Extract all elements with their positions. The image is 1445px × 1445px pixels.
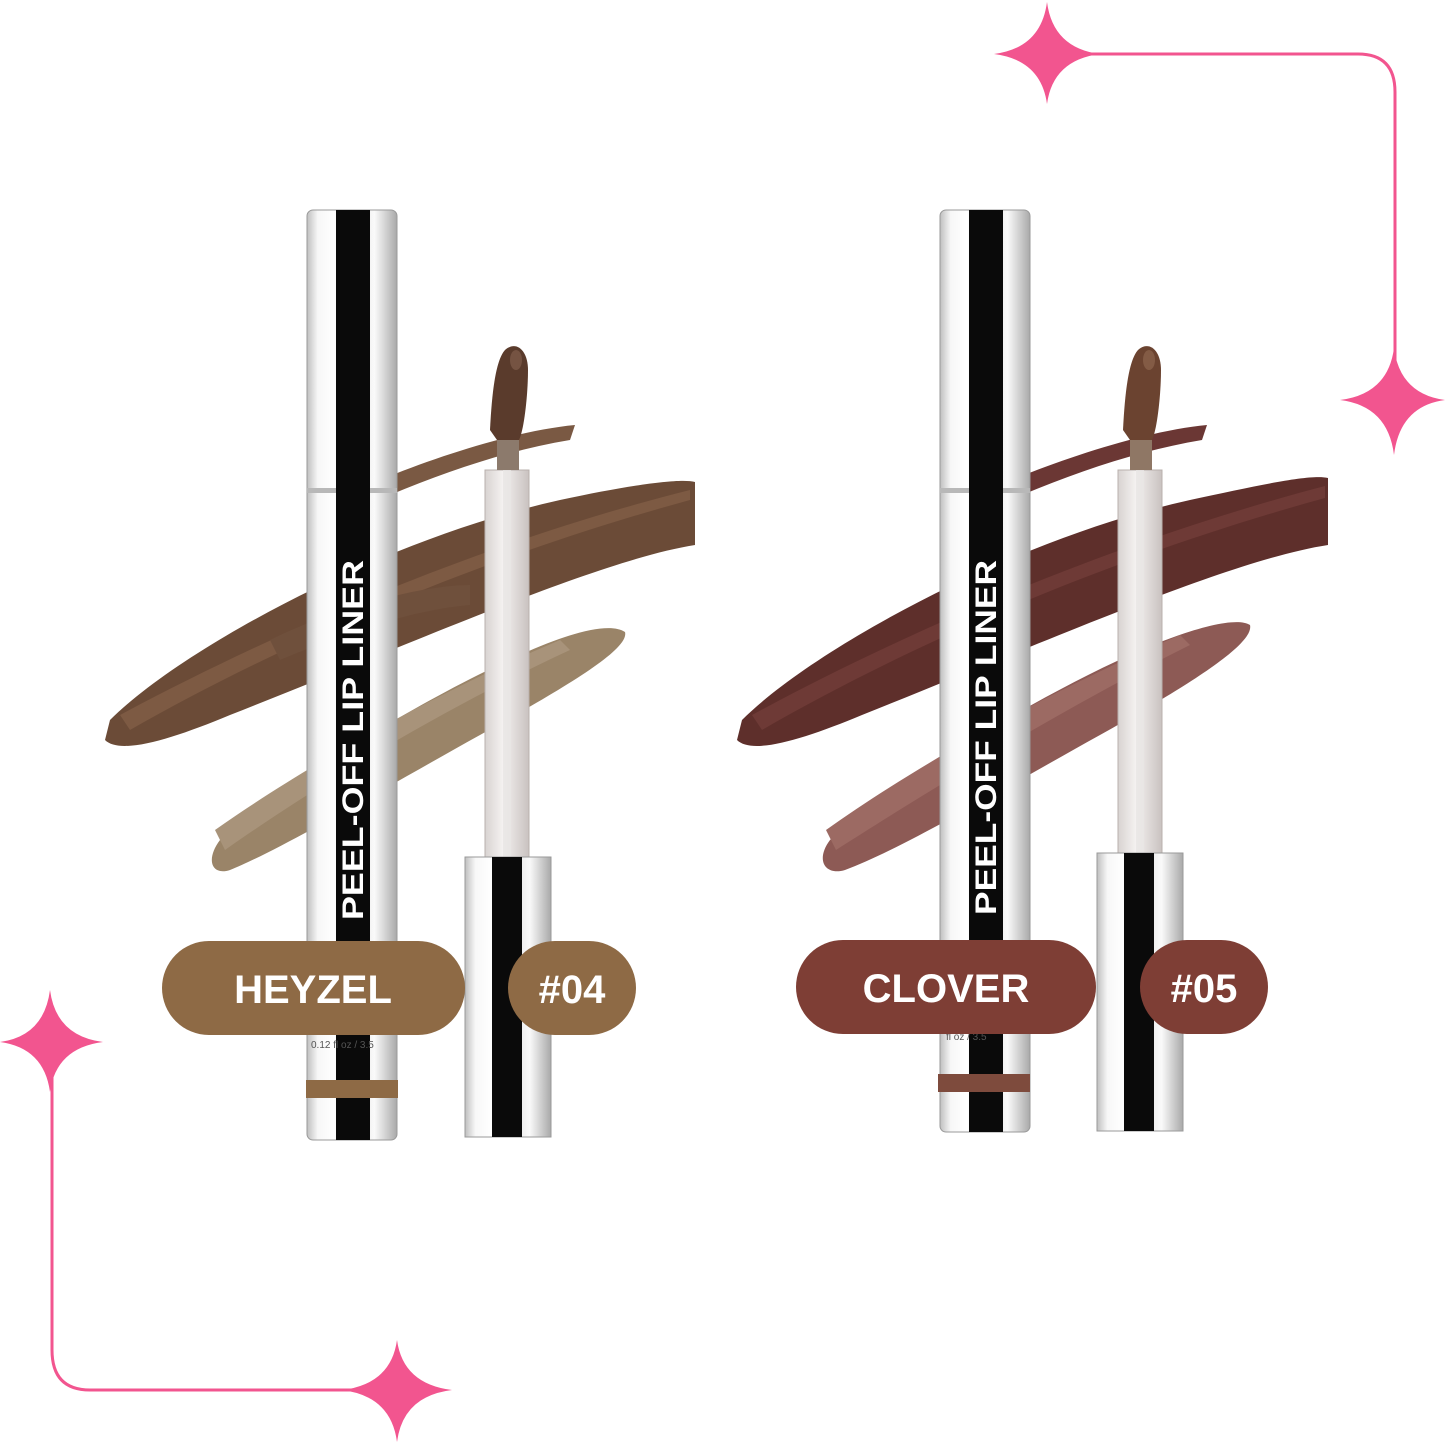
product-clover: PEEL-OFF LIP LINER fl oz / 3.5 CLOVER #0…	[737, 209, 1328, 1133]
sparkle-icon	[994, 2, 1100, 104]
shade-name: CLOVER	[863, 967, 1030, 1011]
decorative-frame	[50, 52, 1397, 1392]
shade-number-pill	[508, 941, 636, 1035]
sparkle-icon	[1340, 348, 1445, 455]
shade-number: #04	[539, 968, 606, 1012]
shade-number: #05	[1171, 967, 1238, 1011]
applicator-wand	[464, 346, 552, 1138]
shade-name: HEYZEL	[234, 968, 392, 1012]
color-swatch	[105, 425, 695, 872]
size-text: fl oz / 3.5	[946, 1032, 987, 1043]
sparkle-icon	[0, 990, 103, 1092]
product-heyzel: PEEL-OFF LIP LINER 0.12 fl oz / 3.5 HEYZ…	[105, 209, 695, 1141]
shade-name-pill	[796, 940, 1096, 1034]
color-swatch	[737, 425, 1328, 872]
shade-name-pill	[162, 941, 465, 1035]
applicator-wand	[1096, 346, 1184, 1132]
tube-label: PEEL-OFF LIP LINER	[337, 560, 370, 920]
size-text: 0.12 fl oz / 3.5	[311, 1040, 374, 1051]
sparkle-icon	[342, 1340, 452, 1442]
tube-label: PEEL-OFF LIP LINER	[970, 560, 1003, 915]
shade-number-pill	[1140, 940, 1268, 1034]
